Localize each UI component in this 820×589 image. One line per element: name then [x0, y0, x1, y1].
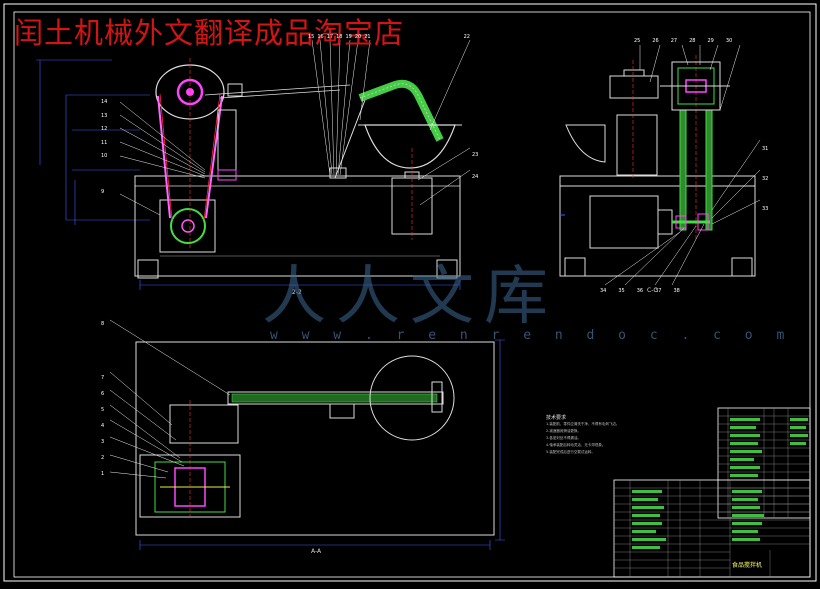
callout-number: 26 — [652, 38, 659, 44]
callout-number: 15 — [308, 34, 315, 40]
tech-note-line: 1.装配前，零件应清洗干净，不得有毛刺飞边。 — [546, 422, 620, 426]
side-top-callouts: 25 26 27 28 29 30 — [634, 38, 732, 44]
side-view-label: C-C — [647, 287, 658, 294]
callout-number: 5 — [101, 407, 105, 413]
side-bottom-callouts: 34 35 36 37 38 — [600, 288, 680, 294]
callout-number: 21 — [364, 34, 371, 40]
drawing-name: 食品搅拌机 — [732, 562, 763, 569]
callout-number: 23 — [472, 152, 479, 158]
callout-number: 4 — [101, 423, 105, 429]
top-view-callouts: 8 7 6 5 4 3 2 1 — [101, 316, 104, 482]
tech-note-line: 3.各密封处不得漏油。 — [546, 436, 581, 440]
header-title: 闰土机械外文翻译成品淘宝店 — [14, 16, 405, 50]
callout-number: 7 — [101, 375, 105, 381]
callout-number: 3 — [101, 439, 105, 445]
callout-number: 37 — [655, 288, 662, 294]
callout-number: 35 — [618, 288, 625, 294]
watermark-logo: 人人文库 — [262, 260, 558, 334]
top-view — [109, 319, 505, 550]
front-view — [36, 39, 471, 290]
callout-number: 24 — [472, 174, 479, 180]
tech-note-line: 2.减速器润滑油更换。 — [546, 429, 581, 433]
callout-number: 13 — [101, 112, 108, 119]
callout-number: 27 — [670, 38, 678, 44]
callout-number: 14 — [101, 99, 108, 105]
callout-number: 31 — [762, 146, 769, 152]
tech-note-line: 4.轴承装配后转动灵活，无卡滞现象。 — [546, 443, 606, 447]
callout-number: 32 — [762, 176, 769, 182]
callout-number: 11 — [101, 139, 108, 146]
callout-number: 1 — [101, 471, 105, 477]
front-view-label: 2-2 — [292, 289, 302, 296]
side-view — [559, 44, 761, 286]
callout-number: 8 — [101, 321, 105, 327]
callout-number: 18 — [336, 34, 343, 40]
callout-number: 20 — [354, 34, 362, 40]
callout-number: 33 — [762, 206, 769, 212]
callout-number: 10 — [101, 153, 108, 159]
callout-number: 9 — [101, 188, 105, 195]
parts-list-table — [613, 407, 811, 578]
callout-number: 17 — [326, 34, 334, 40]
sheet-inner-border — [13, 11, 811, 578]
callout-number: 28 — [689, 38, 696, 44]
callout-number: 12 — [101, 126, 108, 132]
callout-number: 22 — [463, 34, 470, 40]
front-right-callouts: 23 24 — [472, 144, 478, 188]
callout-number: 34 — [600, 288, 607, 294]
top-view-label: A-A — [311, 548, 322, 555]
side-right-callouts: 31 32 33 — [762, 134, 768, 224]
tech-notes-title: 技术要求 — [546, 415, 567, 421]
front-callouts: 14 13 12 11 10 9 — [101, 96, 107, 199]
sheet-outer-border — [3, 3, 817, 582]
callout-number: 38 — [673, 288, 680, 294]
watermark-url: w w w . r e n r e n d o c . c o m — [270, 328, 793, 343]
tech-note-line: 5.装配完成后进行空载试运转。 — [546, 450, 595, 454]
callout-number: 29 — [707, 38, 714, 44]
technical-requirements: 技术要求 1.装配前，零件应清洗干净，不得有毛刺飞边。 2.减速器润滑油更换。 … — [546, 414, 626, 456]
callout-number: 6 — [101, 391, 105, 397]
callout-number: 19 — [345, 34, 352, 40]
front-top-callouts: 15 16 17 18 19 20 21 22 — [308, 34, 470, 40]
callout-number: 2 — [101, 455, 105, 461]
callout-number: 30 — [725, 38, 733, 44]
callout-number: 36 — [636, 288, 644, 294]
callout-number: 25 — [634, 38, 641, 44]
callout-number: 16 — [317, 34, 324, 40]
